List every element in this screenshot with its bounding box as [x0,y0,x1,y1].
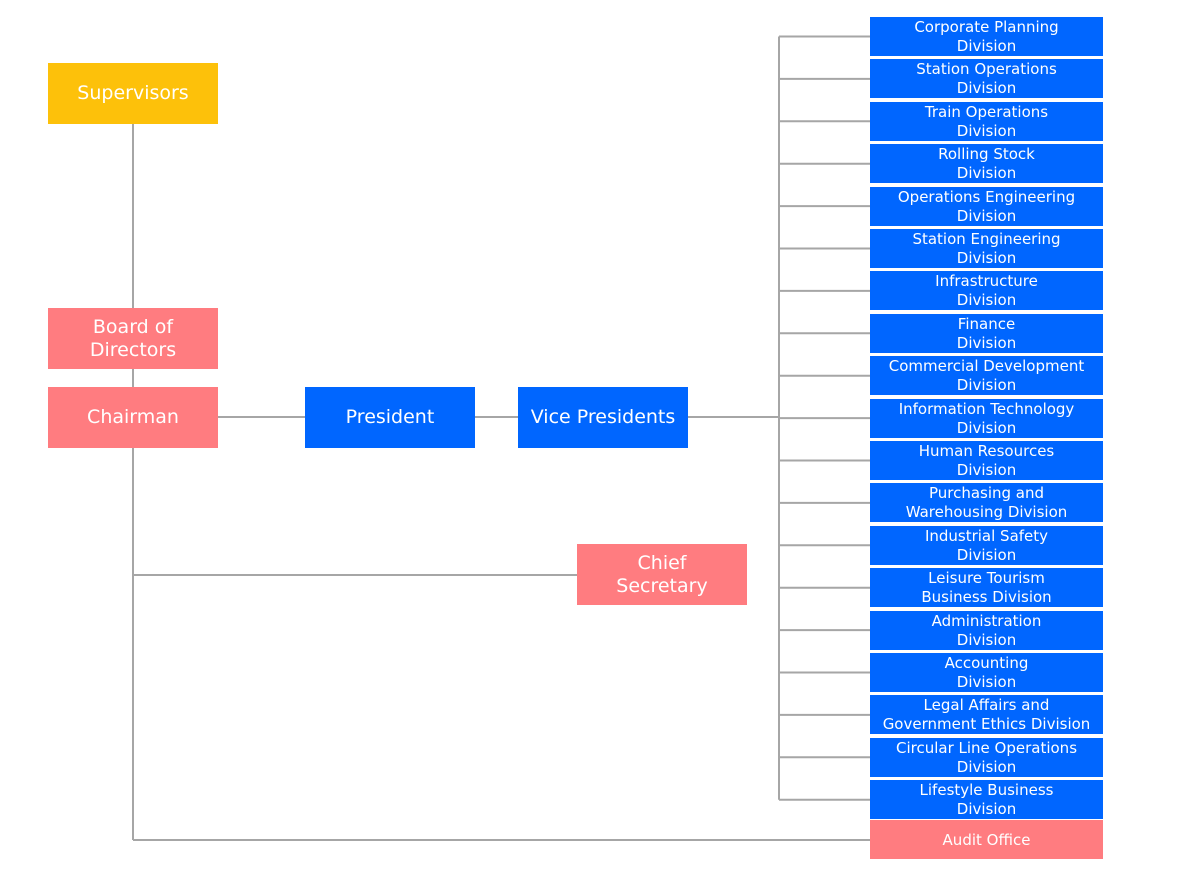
president-box: President [305,387,475,448]
division-box: Information Technology Division [870,398,1103,438]
division-box: Corporate Planning Division [870,17,1103,56]
division-box: Human Resources Division [870,441,1103,480]
division-box: Legal Affairs and Government Ethics Divi… [870,695,1103,735]
division-box: Administration Division [870,610,1103,650]
division-box: Infrastructure Division [870,271,1103,311]
vice-presidents-box: Vice Presidents [518,387,688,448]
division-box: Purchasing and Warehousing Division [870,483,1103,523]
supervisors-box: Supervisors [48,63,218,124]
division-box: Accounting Division [870,653,1103,692]
division-box: Station Engineering Division [870,229,1103,268]
chief-secretary-box: Chief Secretary [577,544,747,605]
board-of-directors-box: Board of Directors [48,308,218,369]
division-box: Rolling Stock Division [870,144,1103,184]
division-box: Station Operations Division [870,59,1103,99]
audit-office-box: Audit Office [870,820,1103,859]
division-box: Train Operations Division [870,101,1103,141]
division-box: Industrial Safety Division [870,525,1103,565]
division-box: Finance Division [870,313,1103,353]
division-box: Commercial Development Division [870,356,1103,396]
chairman-box: Chairman [48,387,218,448]
division-box: Leisure Tourism Business Division [870,568,1103,608]
division-box: Lifestyle Business Division [870,780,1103,820]
division-box: Operations Engineering Division [870,186,1103,226]
division-box: Circular Line Operations Division [870,737,1103,777]
